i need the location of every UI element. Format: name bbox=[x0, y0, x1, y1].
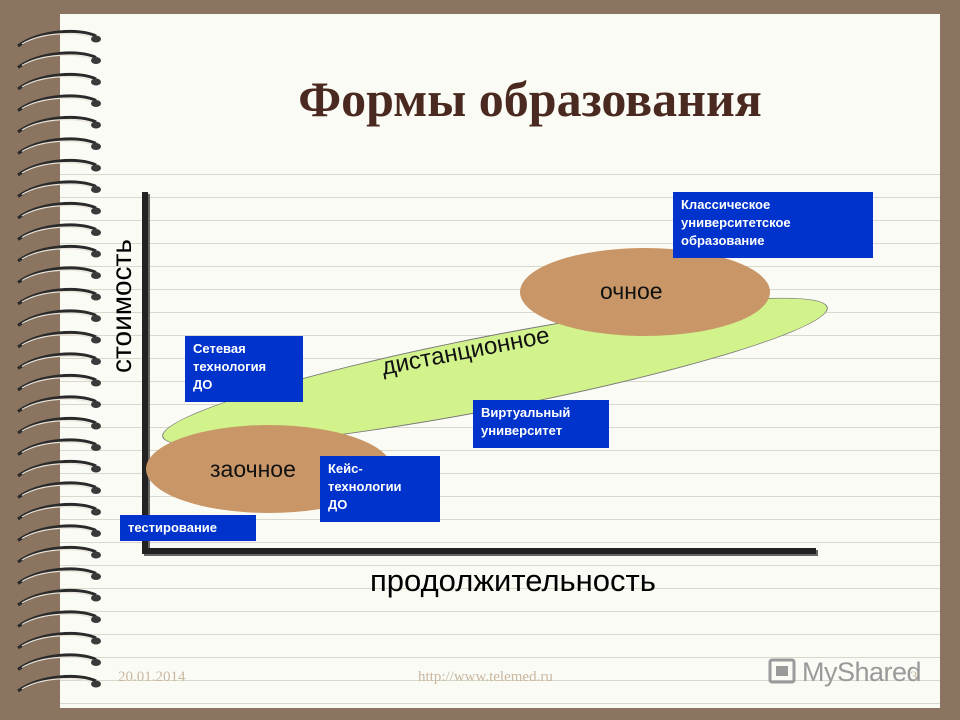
box-virtual-university: Виртуальный университет bbox=[473, 400, 609, 448]
box-line: Кейс- bbox=[328, 461, 363, 476]
x-axis-label: продолжительность bbox=[370, 563, 656, 598]
y-axis-label: стоимость bbox=[106, 239, 137, 373]
label-zaochnoe: заочное bbox=[210, 456, 296, 482]
box-classic-university: Классическое университетское образование bbox=[673, 192, 873, 258]
box-line: технология bbox=[193, 359, 267, 374]
box-line: ДО bbox=[193, 377, 213, 392]
box-line: Классическое bbox=[681, 197, 771, 212]
label-ochnoe: очное bbox=[600, 278, 663, 304]
footer-url[interactable]: http://www.telemed.ru bbox=[418, 669, 553, 685]
box-line: Сетевая bbox=[193, 341, 246, 356]
slide-title: Формы образования bbox=[298, 71, 762, 127]
box-line: технологии bbox=[328, 479, 402, 494]
box-testing: тестирование bbox=[120, 515, 256, 541]
y-axis bbox=[142, 192, 148, 552]
box-line: ДО bbox=[328, 497, 348, 512]
footer-date: 20.01.2014 bbox=[118, 669, 186, 685]
myshared-logo-icon bbox=[768, 658, 796, 684]
box-line: Виртуальный bbox=[481, 405, 571, 420]
box-network-technology: Сетевая технология ДО bbox=[185, 336, 303, 402]
box-line: университетское bbox=[681, 215, 791, 230]
logo-text: MyShared bbox=[802, 657, 922, 687]
box-line: тестирование bbox=[128, 520, 218, 535]
ellipse-ochnoe bbox=[520, 248, 770, 336]
box-case-technology: Кейс- технологии ДО bbox=[320, 456, 440, 522]
box-line: образование bbox=[681, 233, 765, 248]
footer-page-number: 3 bbox=[910, 669, 918, 685]
x-axis bbox=[142, 548, 816, 554]
box-line: университет bbox=[481, 423, 563, 438]
